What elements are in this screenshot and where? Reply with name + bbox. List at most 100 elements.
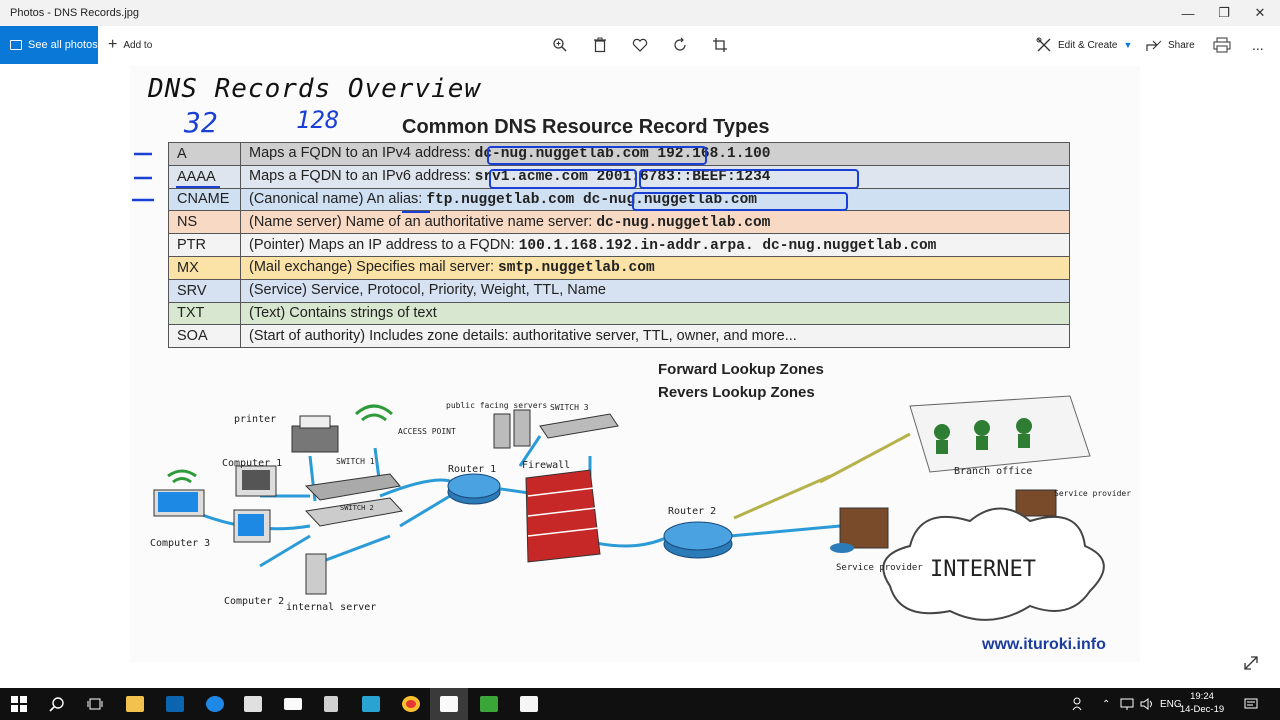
dns-row-ns: NS(Name server) Name of an authoritative… (168, 210, 1070, 235)
record-example: smtp.nuggetlab.com (498, 260, 655, 277)
handwritten-title: DNS Records Overview (148, 74, 482, 104)
label-switch1: SWITCH 1 (336, 457, 375, 466)
record-type: TXT (168, 301, 241, 326)
see-all-photos-button[interactable]: See all photos (0, 26, 98, 64)
minimize-button[interactable]: — (1181, 5, 1195, 21)
chevron-down-icon: ▼ (1123, 40, 1133, 50)
edge-icon[interactable] (196, 688, 234, 720)
camtasia-icon[interactable] (470, 688, 508, 720)
record-description: (Service) Service, Protocol, Priority, W… (240, 278, 1070, 303)
label-switch2: SWITCH 2 (340, 504, 374, 512)
record-type: SOA (168, 324, 241, 349)
record-type: MX (168, 255, 241, 280)
record-example: srv1.acme.com 2001:6783::BEEF:1234 (474, 169, 771, 186)
record-description: (Start of authority) Includes zone detai… (240, 324, 1070, 349)
pen-annotations (132, 146, 859, 213)
start-icon[interactable] (0, 688, 38, 720)
record-desc-text: (Service) Service, Protocol, Priority, W… (249, 282, 606, 299)
record-desc-text: (Pointer) Maps an IP address to a FQDN: (249, 236, 519, 253)
fullscreen-expand-icon[interactable] (1242, 654, 1260, 672)
record-desc-text: Maps a FQDN to an IPv4 address: (249, 145, 475, 162)
record-description: (Name server) Name of an authoritative n… (240, 210, 1070, 235)
photos-icon (10, 40, 22, 50)
record-example: ftp.nuggetlab.com dc-nug.nuggetlab.com (426, 191, 757, 208)
delete-icon[interactable] (590, 35, 610, 55)
photo-canvas: DNS Records Overview 32 128 Common DNS R… (130, 66, 1140, 662)
outlook-icon[interactable] (156, 688, 194, 720)
people-icon[interactable] (1072, 688, 1086, 720)
photos-icon[interactable] (430, 688, 468, 720)
network-diagram: printer Computer 1 Computer 2 Computer 3… (150, 395, 1131, 621)
edit-create-icon (1036, 37, 1051, 52)
record-description: (Canonical name) An alias: ftp.nuggetlab… (240, 187, 1070, 212)
label-firewall: Firewall (522, 460, 570, 471)
record-description: Maps a FQDN to an IPv6 address: srv1.acm… (240, 164, 1070, 189)
plus-icon: + (108, 36, 118, 53)
record-example: dc-nug.nuggetlab.com 192.168.1.100 (474, 146, 771, 163)
see-all-label: See all photos (28, 39, 98, 51)
share-icon (1146, 40, 1162, 51)
clock-time: 19:24 (1190, 691, 1214, 702)
label-internal-server: internal server (286, 602, 376, 613)
dns-row-mx: MX(Mail exchange) Specifies mail server:… (168, 255, 1070, 280)
app-icon[interactable] (352, 688, 390, 720)
favorite-icon[interactable] (630, 35, 650, 55)
volume-icon[interactable] (1140, 688, 1154, 720)
record-type: PTR (168, 233, 241, 257)
crop-icon[interactable] (710, 35, 730, 55)
close-button[interactable]: ✕ (1254, 5, 1266, 20)
record-type: SRV (168, 278, 241, 303)
record-desc-text: (Name server) Name of an authoritative n… (249, 213, 597, 230)
maximize-button[interactable]: ❐ (1218, 5, 1230, 20)
add-to-button[interactable]: + Add to (108, 26, 152, 64)
zoom-in-icon[interactable] (550, 35, 570, 55)
camtasia-recorder-icon[interactable] (510, 688, 548, 720)
share-label: Share (1168, 39, 1195, 51)
network-icon[interactable] (1120, 688, 1134, 720)
store-icon[interactable] (234, 688, 272, 720)
reverse-lookup-zones: Revers Lookup Zones (658, 384, 815, 401)
lookup-zones: Forward Lookup Zones Revers Lookup Zones (658, 358, 824, 404)
record-description: (Mail exchange) Specifies mail server: s… (240, 255, 1070, 280)
clock-date: 14-Dec-19 (1179, 704, 1225, 715)
label-switch3: SWITCH 3 (550, 403, 589, 412)
label-computer2: Computer 2 (224, 596, 284, 607)
record-description: (Pointer) Maps an IP address to a FQDN: … (240, 233, 1070, 257)
clock[interactable]: 19:24 14-Dec-19 (1178, 690, 1226, 716)
dns-row-txt: TXT(Text) Contains strings of text (168, 301, 1070, 326)
record-description: (Text) Contains strings of text (240, 301, 1070, 326)
record-desc-text: (Mail exchange) Specifies mail server: (249, 259, 499, 276)
notifications-icon[interactable] (1244, 688, 1258, 720)
annotation-128: 128 (296, 106, 340, 134)
forward-lookup-zones: Forward Lookup Zones (658, 361, 824, 378)
task-view-icon[interactable] (76, 688, 114, 720)
label-computer1: Computer 1 (222, 458, 282, 469)
file-explorer-icon[interactable] (116, 688, 154, 720)
edit-create-button[interactable]: Edit & Create ▼ (1036, 26, 1132, 64)
calculator-icon[interactable] (312, 688, 350, 720)
language-indicator[interactable]: ENG (1160, 698, 1182, 710)
tray-chevron-icon[interactable]: ⌃ (1102, 698, 1111, 710)
edit-create-label: Edit & Create (1058, 39, 1118, 51)
title-bar: Photos - DNS Records.jpg — ❐ ✕ (0, 0, 1280, 26)
label-access-point: ACCESS POINT (398, 427, 456, 436)
label-printer: printer (234, 414, 276, 425)
mail-icon[interactable] (274, 688, 312, 720)
annotation-32: 32 (184, 106, 218, 139)
record-desc-text: Maps a FQDN to an IPv6 address: (249, 168, 475, 185)
label-public-servers: public facing servers (446, 401, 547, 410)
window-title: Photos - DNS Records.jpg (10, 7, 139, 19)
chrome-icon[interactable] (392, 688, 430, 720)
record-description: Maps a FQDN to an IPv4 address: dc-nug.n… (240, 142, 1070, 166)
label-internet: INTERNET (930, 557, 1036, 582)
rotate-icon[interactable] (670, 35, 690, 55)
more-button[interactable]: ... (1252, 37, 1264, 53)
record-desc-text: (Start of authority) Includes zone detai… (249, 327, 797, 344)
search-icon[interactable] (38, 688, 76, 720)
share-button[interactable]: Share (1146, 26, 1195, 64)
print-icon[interactable] (1212, 35, 1232, 55)
record-example: dc-nug.nuggetlab.com (596, 214, 771, 231)
